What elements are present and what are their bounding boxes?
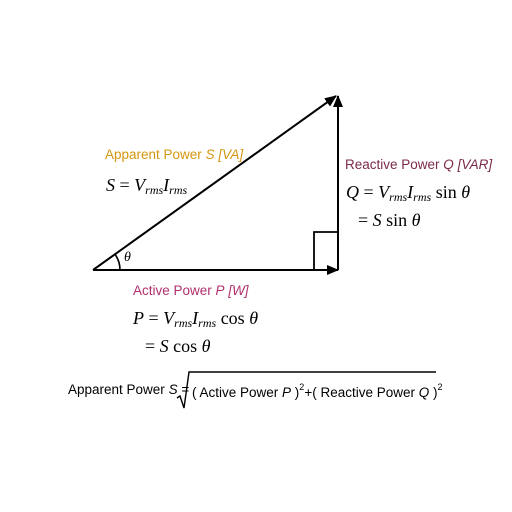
apparent-power-label-text: Apparent Power xyxy=(105,147,206,162)
active-power-equation: P = VrmsIrms cos θ xyxy=(133,309,258,329)
reactive-power-label: Reactive Power Q [VAR] xyxy=(345,158,492,172)
active-power-label: Active Power P [W] xyxy=(133,284,249,298)
right-angle-marker xyxy=(313,231,338,270)
active-power-label-var: P xyxy=(215,283,225,298)
active-power-equation-2: = S cos θ xyxy=(145,337,211,355)
active-eq-v-sub: rms xyxy=(174,316,193,330)
square-root-sign xyxy=(176,371,436,409)
apparent-power-formula-radicand: ( Active Power P )2+( Reactive Power Q )… xyxy=(192,383,443,400)
reactive-eq-trig: sin xyxy=(435,182,457,202)
active-eq2-equals: = xyxy=(145,336,156,356)
reactive-eq2-angle: θ xyxy=(411,210,421,230)
active-eq2-angle: θ xyxy=(201,336,211,356)
active-eq2-trig: cos xyxy=(173,336,198,356)
active-eq-lhs: P xyxy=(133,308,144,328)
apparent-eq-v-sub: rms xyxy=(145,183,164,197)
active-power-label-unit: [W] xyxy=(228,283,249,298)
angle-arc xyxy=(114,254,121,271)
active-eq-i-sub: rms xyxy=(198,316,217,330)
formula-lhs-text: Apparent Power xyxy=(68,382,169,397)
reactive-eq2-equals: = xyxy=(358,210,369,230)
active-eq-i: I xyxy=(192,308,199,328)
apparent-eq-v: V xyxy=(134,175,146,195)
reactive-eq-v: V xyxy=(378,182,390,202)
formula-open2: ( Reactive Power xyxy=(312,385,419,400)
reactive-power-label-text: Reactive Power xyxy=(345,157,444,172)
formula-plus: + xyxy=(304,385,313,400)
reactive-eq-angle: θ xyxy=(461,182,471,202)
reactive-eq-i-sub: rms xyxy=(413,190,432,204)
formula-close2: ) xyxy=(429,385,438,400)
formula-var2: Q xyxy=(418,385,430,400)
formula-open1: ( Active Power xyxy=(192,385,283,400)
formula-exp2: 2 xyxy=(437,382,443,392)
formula-var1: P xyxy=(282,385,292,400)
apparent-eq-lhs: S xyxy=(106,175,115,195)
reactive-power-equation-2: = S sin θ xyxy=(358,211,421,229)
active-power-label-text: Active Power xyxy=(133,283,216,298)
formula-close1: ) xyxy=(291,385,300,400)
formula-exp1: 2 xyxy=(299,382,305,392)
angle-theta-label: θ xyxy=(124,250,131,265)
apparent-power-arrow xyxy=(92,95,337,271)
active-eq-equals: = xyxy=(148,308,159,328)
reactive-eq2-s: S xyxy=(372,210,382,230)
apparent-power-label-var: S xyxy=(205,147,215,162)
active-eq2-s: S xyxy=(159,336,169,356)
formula-equals: = xyxy=(177,382,190,397)
reactive-power-label-var: Q xyxy=(443,157,454,172)
formula-lhs-var: S xyxy=(168,382,178,397)
active-eq-v: V xyxy=(163,308,175,328)
reactive-eq2-trig: sin xyxy=(386,210,408,230)
apparent-power-equation: S = VrmsIrms xyxy=(106,176,187,196)
apparent-power-formula-lhs: Apparent Power S = xyxy=(68,383,189,397)
reactive-eq-v-sub: rms xyxy=(389,190,408,204)
reactive-power-label-unit: [VAR] xyxy=(457,157,493,172)
reactive-eq-lhs: Q xyxy=(346,182,359,202)
apparent-eq-i-sub: rms xyxy=(169,183,188,197)
apparent-power-label-unit: [VA] xyxy=(218,147,244,162)
reactive-eq-equals: = xyxy=(363,182,374,202)
active-eq-angle: θ xyxy=(249,308,259,328)
reactive-eq-i: I xyxy=(407,182,414,202)
apparent-eq-i: I xyxy=(163,175,170,195)
active-eq-trig: cos xyxy=(220,308,245,328)
apparent-eq-equals: = xyxy=(119,175,130,195)
reactive-power-equation: Q = VrmsIrms sin θ xyxy=(346,183,470,203)
apparent-power-label: Apparent Power S [VA] xyxy=(105,148,243,162)
